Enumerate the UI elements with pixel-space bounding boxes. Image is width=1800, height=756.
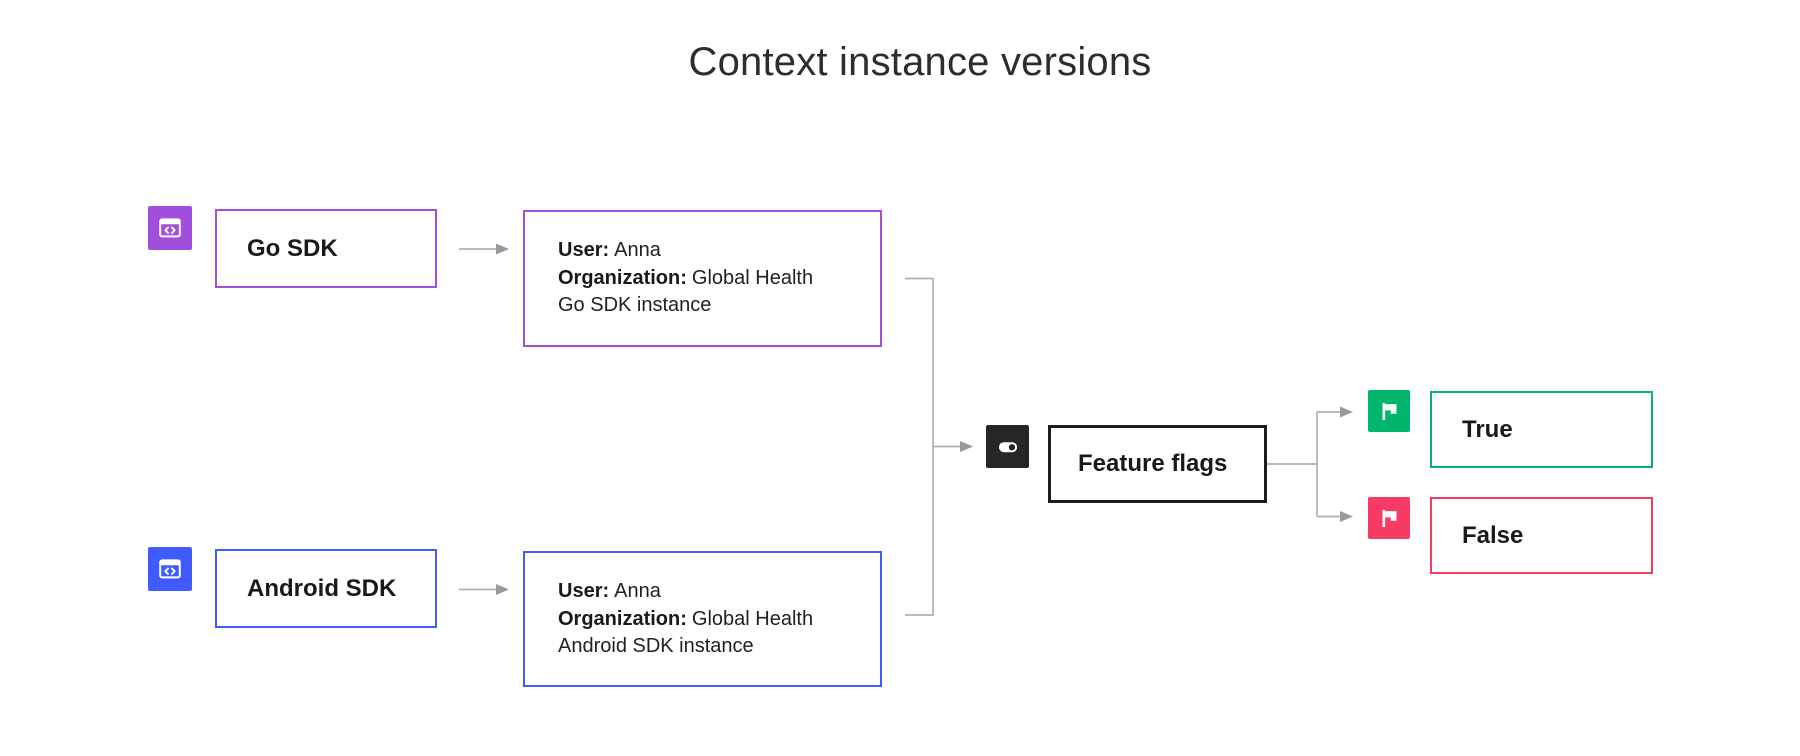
arrowhead-android-context bbox=[496, 584, 509, 595]
android-context-user-line: User:Anna bbox=[558, 580, 661, 602]
android-context-instance-line: Android SDK instance bbox=[558, 635, 754, 657]
page-title: Context instance versions bbox=[688, 40, 1152, 84]
android-context-org-line: Organization:Global Health bbox=[558, 607, 814, 630]
arrowhead-go-context bbox=[496, 243, 509, 255]
android-sdk-node: Android SDK bbox=[215, 549, 437, 628]
true-node: True bbox=[1430, 391, 1653, 468]
false-flag-icon bbox=[1368, 497, 1410, 539]
go-context-user-line: User:Anna bbox=[558, 239, 661, 261]
false-label: False bbox=[1462, 521, 1524, 549]
true-label: True bbox=[1462, 415, 1513, 443]
android-sdk-window-code-icon bbox=[148, 547, 192, 591]
arrowhead-false bbox=[1340, 511, 1353, 522]
connector-context-merge-bracket bbox=[905, 277, 934, 616]
go-sdk-window-code-icon bbox=[148, 206, 192, 250]
arrowhead-true bbox=[1340, 406, 1353, 418]
go-context-org-line: Organization:Global Health bbox=[558, 266, 814, 289]
android-context-node: User:Anna Organization:Global Health And… bbox=[523, 551, 882, 687]
go-context-instance-line: Go SDK instance bbox=[558, 294, 712, 316]
android-sdk-label: Android SDK bbox=[247, 574, 397, 602]
true-flag-icon bbox=[1368, 390, 1410, 432]
go-context-node: User:Anna Organization:Global Health Go … bbox=[523, 210, 882, 347]
feature-flags-label: Feature flags bbox=[1078, 450, 1228, 477]
feature-flags-node: Feature flags bbox=[1048, 425, 1267, 503]
go-sdk-label: Go SDK bbox=[247, 234, 338, 262]
go-sdk-node: Go SDK bbox=[215, 209, 437, 288]
arrowhead-feature-flags bbox=[960, 441, 973, 452]
false-node: False bbox=[1430, 497, 1653, 574]
feature-flags-toggle-icon bbox=[986, 425, 1029, 468]
